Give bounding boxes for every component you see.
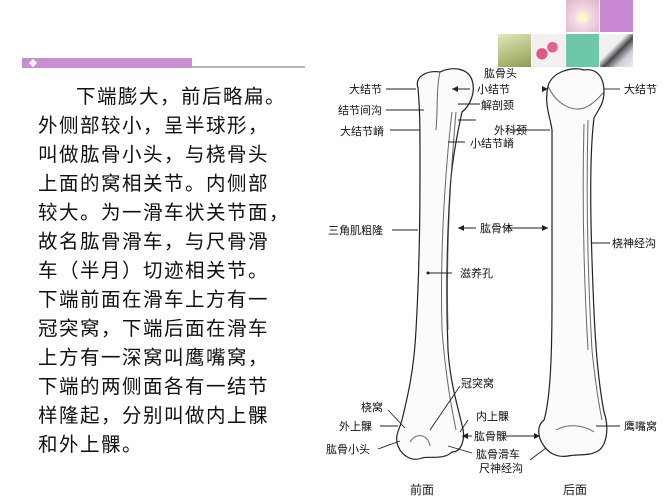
caption-posterior-view: 后面 [563, 483, 588, 497]
text-line: 车（半月）切迹相关节。 [38, 259, 270, 282]
teal-tile [566, 34, 599, 67]
label-radial-nerve-groove: 桡神经沟 [612, 237, 656, 250]
label-lateral-epicondyle: 外上髁 [339, 420, 372, 433]
purple-tile [600, 0, 633, 32]
label-greater-tubercle-posterior: 大结节 [624, 83, 657, 96]
label-olecranon-fossa: 鹰嘴窝 [624, 420, 657, 433]
pink-candles-photo [532, 34, 565, 67]
text-line: 样隆起，分别叫做内上髁 [38, 404, 270, 427]
header-accent-bar [22, 58, 192, 68]
text-line: 上方有一深窝叫鹰嘴窝， [38, 346, 270, 369]
text-line: 冠突窝，下端后面在滑车 [38, 317, 270, 340]
label-nutrient-foramen: 滋养孔 [460, 267, 493, 280]
label-humeral-head: 肱骨头 [484, 67, 517, 80]
lily-flower-photo [566, 0, 599, 32]
perfume-bottle-photo [600, 34, 633, 67]
text-line: 下端的两侧面各有一结节 [38, 375, 270, 398]
caption-anterior-view: 前面 [410, 483, 435, 497]
posterior-humerus-bone [538, 68, 608, 457]
text-line: 外侧部较小，呈半球形， [38, 114, 270, 137]
text-line: 叫做肱骨小头，与桡骨头 [38, 143, 270, 166]
label-surgical-neck: 外科颈 [494, 124, 527, 137]
header-divider-line [192, 66, 305, 68]
label-capitulum: 肱骨小头 [326, 443, 370, 456]
label-coronoid-fossa: 冠突窝 [461, 377, 494, 390]
label-greater-tubercle-crest: 大结节嵴 [340, 125, 384, 138]
label-ulnar-nerve-groove: 尺神经沟 [479, 462, 523, 475]
anterior-humerus-bone [396, 68, 474, 460]
label-medial-epicondyle: 内上髁 [476, 410, 509, 423]
text-line: 下端膨大，前后略扁。 [76, 85, 287, 108]
text-line: 和外上髁。 [38, 433, 144, 456]
label-humeral-condyle: 肱骨髁 [474, 430, 507, 443]
spa-photo [498, 34, 531, 67]
label-lesser-tubercle-crest: 小结节嵴 [470, 137, 514, 150]
label-greater-tubercle-anterior: 大结节 [349, 83, 382, 96]
text-line: 故名肱骨滑车，与尺骨滑 [38, 230, 270, 253]
label-lesser-tubercle: 小结节 [477, 83, 510, 96]
text-line: 上面的窝相关节。内侧部 [38, 172, 270, 195]
text-line: 较大。为一滑车状关节面， [38, 201, 291, 224]
label-radial-fossa: 桡窝 [361, 401, 383, 414]
label-intertubercular-groove: 结节间沟 [338, 104, 382, 117]
label-humeral-body: 肱骨体 [480, 222, 513, 235]
label-trochlea: 肱骨滑车 [476, 448, 520, 461]
label-anatomical-neck: 解剖颈 [481, 99, 514, 112]
description-text: 下端膨大，前后略扁。 外侧部较小，呈半球形， 叫做肱骨小头，与桡骨头 上面的窝相… [38, 82, 308, 459]
label-deltoid-tuberosity: 三角肌粗隆 [328, 224, 383, 237]
flower-dot-icon [29, 59, 37, 67]
text-line: 下端前面在滑车上方有一 [38, 288, 270, 311]
